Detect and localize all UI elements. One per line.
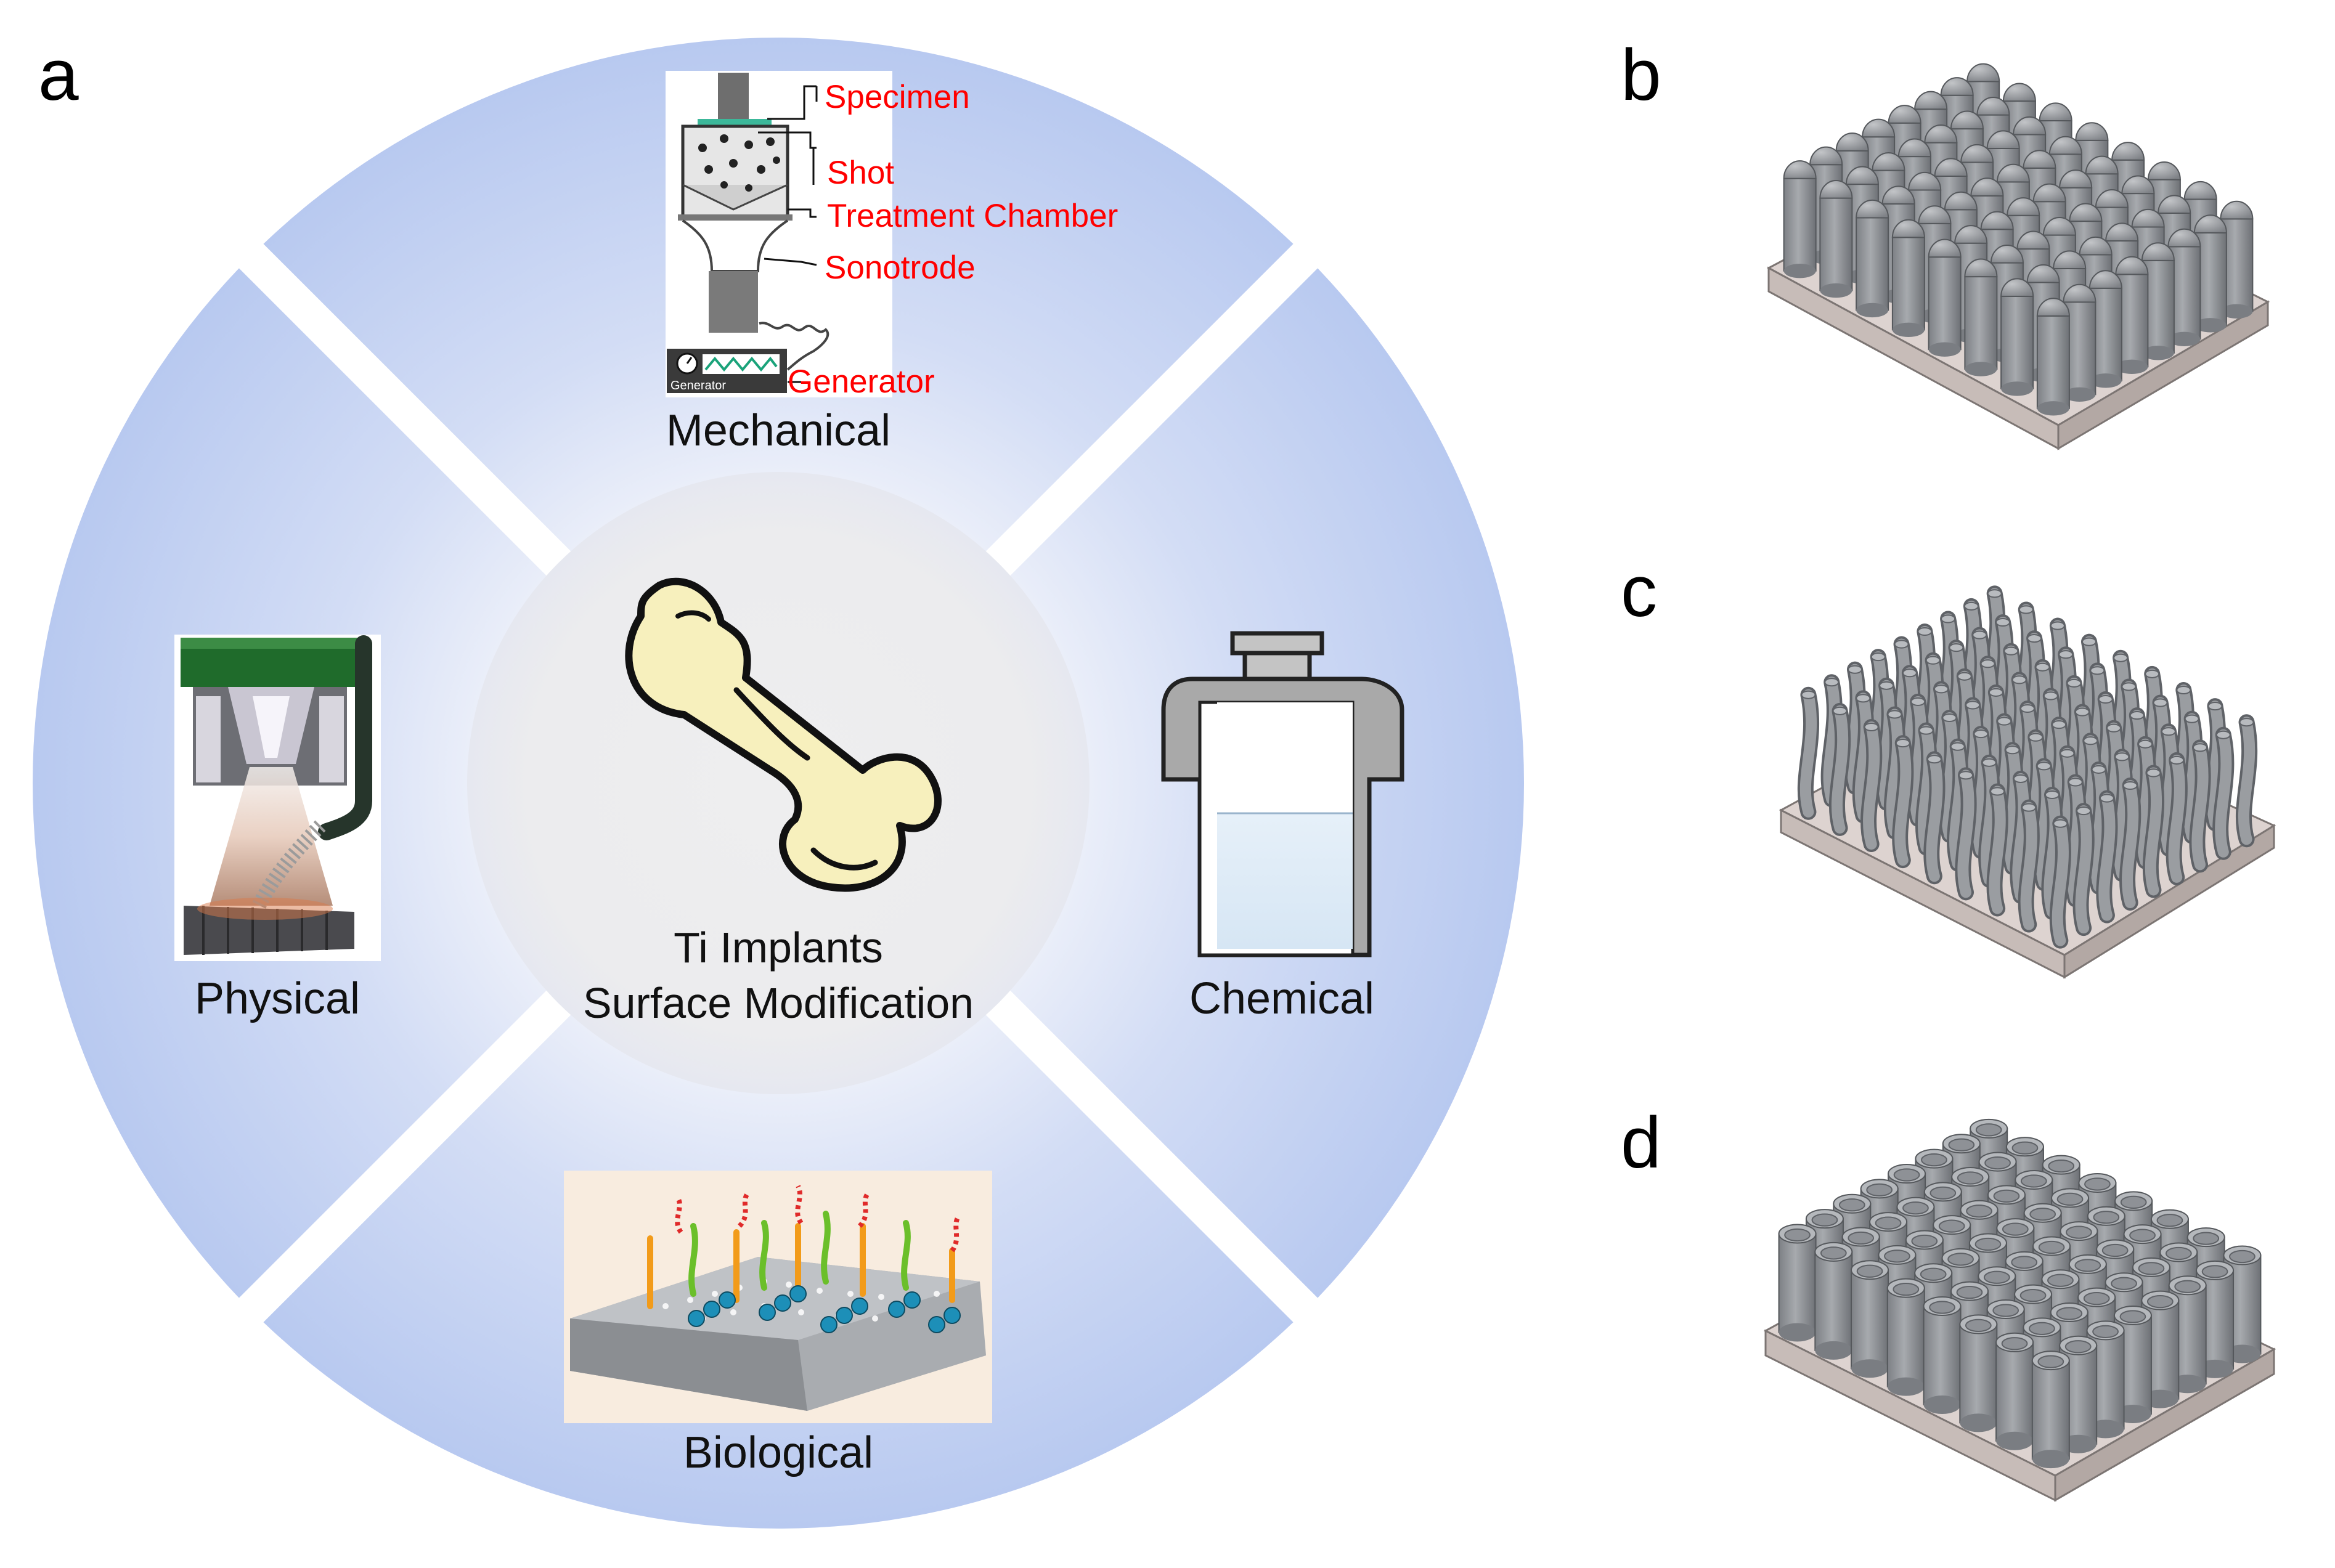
- nanowire: [1955, 767, 1977, 901]
- nanotube: [1959, 1314, 1998, 1432]
- callout-sonotrode: Sonotrode: [825, 250, 976, 286]
- chemical-bottle-icon: [1161, 631, 1404, 957]
- nanowire: [2204, 698, 2227, 832]
- nanowire: [1970, 726, 1992, 859]
- nanowire: [1797, 686, 1820, 820]
- nanowire: [2072, 803, 2095, 936]
- panel-letter-b: b: [1621, 35, 1661, 116]
- callout-specimen: Specimen: [825, 79, 970, 115]
- nanowire: [2018, 799, 2040, 933]
- nanopillar: [1819, 180, 1853, 298]
- nanowire: [1828, 702, 1851, 836]
- nanotube-array: [1763, 1118, 2276, 1502]
- panel-letter-c: c: [1621, 551, 1657, 632]
- center-label-line1: Ti Implants: [674, 924, 883, 972]
- panel-letter-a: a: [38, 35, 79, 116]
- quadrant-label-physical: Physical: [195, 974, 360, 1023]
- nanowire: [2064, 774, 2087, 908]
- nanotube: [1778, 1224, 1817, 1342]
- panel-letter-d: d: [1621, 1102, 1661, 1184]
- nanowire: [2111, 749, 2133, 882]
- nanotube: [1923, 1296, 1962, 1414]
- plasma-spray-nozzle-illustration: [174, 635, 381, 961]
- substrate-side-right: [2057, 300, 2269, 450]
- nanopillar: [1891, 219, 1925, 338]
- center-disc: [467, 472, 1090, 1094]
- nanowire: [2166, 752, 2188, 885]
- nanotube: [2031, 1351, 2070, 1469]
- nanowire: [1844, 661, 1866, 795]
- center-label-line2: Surface Modification: [583, 979, 974, 1027]
- nanowire: [1883, 706, 1906, 840]
- nanopillar: [1928, 238, 1962, 357]
- nanowire: [1875, 677, 1897, 811]
- nanowire: [2010, 770, 2032, 904]
- nanowire: [2087, 761, 2110, 895]
- nanopillar: [2036, 298, 2070, 416]
- quadrant-label-biological: Biological: [683, 1428, 873, 1477]
- panel-a: Ti Implants Surface Modification: [33, 38, 1524, 1529]
- hemispherical-top-nanopillar-array: [1766, 63, 2270, 450]
- nanowire: [1907, 693, 1929, 827]
- quadrant-label-chemical: Chemical: [1189, 974, 1374, 1023]
- nanopillar: [2000, 278, 2034, 396]
- nanotube: [1814, 1241, 1853, 1360]
- nanowire: [1892, 735, 1914, 869]
- nanotube: [1995, 1332, 2034, 1450]
- nanowire: [1923, 751, 1946, 885]
- nanowire: [2041, 787, 2063, 920]
- nanotube: [1886, 1278, 1925, 1396]
- nanowire: [2033, 758, 2055, 892]
- nanowire: [1947, 738, 1969, 872]
- nanowire: [2096, 790, 2118, 924]
- biomolecule-coated-surface-illustration: [564, 1171, 992, 1423]
- nanowire: [2212, 726, 2235, 860]
- callout-treatment-chamber: Treatment Chamber: [827, 198, 1118, 234]
- callout-generator: Generator: [788, 364, 935, 400]
- nanowire: [1978, 754, 2000, 888]
- nanowire: [2049, 815, 2071, 949]
- nanowire: [1915, 722, 1938, 856]
- wavy-nanowire-array: [1779, 585, 2276, 979]
- nanowire: [2158, 723, 2180, 857]
- nanowire: [2189, 739, 2211, 873]
- nanowire: [1852, 690, 1874, 824]
- nanowire: [1986, 783, 2008, 917]
- nanopillar: [1856, 199, 1889, 318]
- nanowire: [2119, 778, 2141, 911]
- nanowire: [2001, 742, 2024, 875]
- nanowire: [1860, 719, 1883, 852]
- nanopillar: [1964, 258, 1998, 376]
- mechanical-illustration: Generator: [666, 71, 892, 397]
- nanowire: [2181, 710, 2203, 844]
- nanowire: [1820, 674, 1843, 808]
- bone-icon: [625, 577, 942, 892]
- nanowire: [2235, 714, 2258, 848]
- substrate-side-right: [2054, 1347, 2275, 1502]
- generator-box-label: Generator: [670, 379, 726, 392]
- nanowire: [2142, 765, 2165, 898]
- quadrant-label-mechanical: Mechanical: [666, 406, 890, 455]
- nanotube: [1851, 1260, 1889, 1378]
- nanowire: [1938, 710, 1960, 843]
- callout-shot: Shot: [827, 155, 894, 191]
- nanowire: [2134, 736, 2156, 869]
- nanopillar: [1783, 160, 1817, 278]
